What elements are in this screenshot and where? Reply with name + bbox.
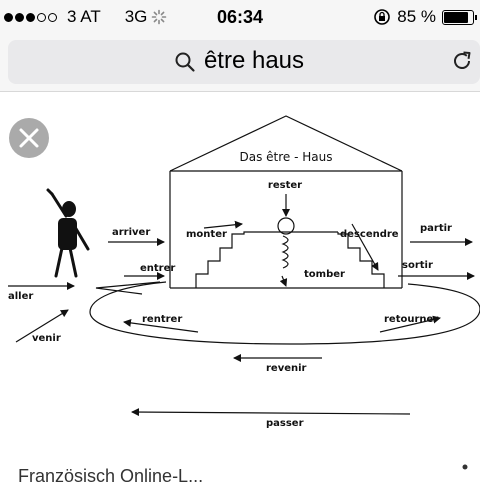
label-retourner: retourner (384, 314, 438, 325)
label-passer: passer (266, 418, 304, 429)
carrier-info: 3 AT 3G (4, 7, 167, 27)
address-bar: être haus (0, 34, 480, 92)
close-icon (19, 128, 39, 148)
label-sortir: sortir (402, 260, 433, 271)
status-bar: 3 AT 3G 06:34 85 % (0, 0, 480, 34)
label-partir: partir (420, 223, 452, 234)
activity-spinner-icon (152, 9, 167, 25)
label-aller: aller (8, 291, 33, 302)
search-icon (175, 52, 195, 72)
carrier-name: 3 AT (67, 7, 101, 26)
more-options-icon[interactable] (462, 464, 468, 480)
reload-icon[interactable] (450, 49, 474, 73)
battery-percent: 85 % (397, 7, 436, 26)
battery-info: 85 % (373, 7, 477, 27)
etre-haus-diagram: Das être - Haus rester monter descendre … (8, 115, 480, 429)
battery-icon (442, 9, 477, 25)
close-button[interactable] (9, 118, 49, 158)
label-venir: venir (32, 333, 61, 344)
label-rentrer: rentrer (142, 314, 182, 325)
clock: 06:34 (216, 7, 264, 27)
label-tomber: tomber (304, 269, 345, 280)
label-arriver: arriver (112, 227, 150, 238)
label-descendre: descendre (340, 229, 399, 240)
label-rester: rester (268, 180, 302, 191)
signal-strength-icon (4, 12, 57, 22)
label-entrer: entrer (140, 263, 175, 274)
search-field[interactable] (8, 40, 480, 84)
diagram-title: Das être - Haus (240, 150, 333, 164)
label-revenir: revenir (266, 363, 307, 374)
orientation-lock-icon (374, 9, 391, 25)
network-type: 3G (124, 7, 148, 26)
result-source[interactable]: Französisch Online-L... (18, 466, 204, 486)
label-monter: monter (186, 229, 227, 240)
result-footer[interactable]: Französisch Online-L... (0, 450, 480, 486)
search-query[interactable]: être haus (203, 47, 305, 74)
